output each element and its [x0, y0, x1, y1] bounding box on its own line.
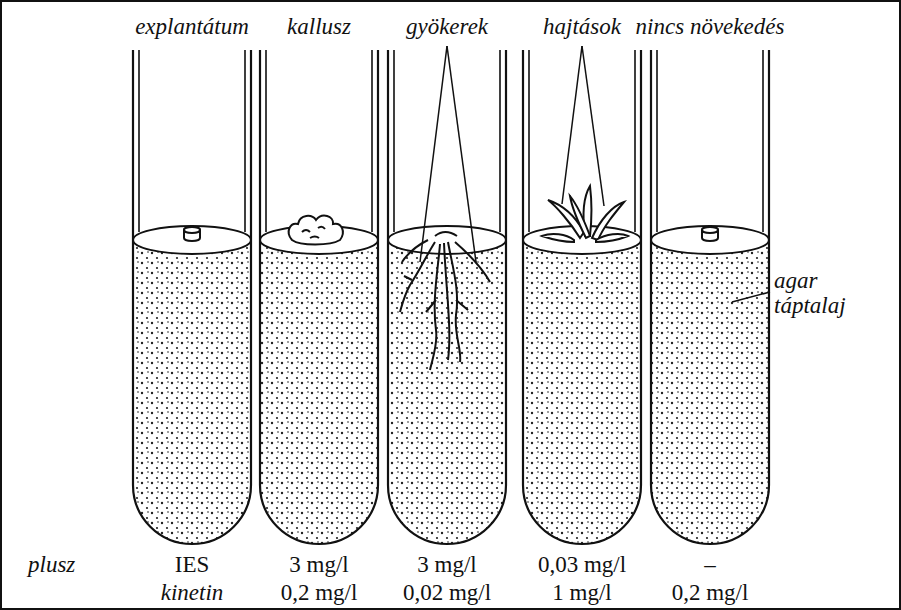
hormone-name: kinetin [161, 580, 224, 605]
concentration-value: 1 mg/l [552, 580, 611, 605]
agar-medium [651, 226, 769, 544]
agar-medium [260, 226, 378, 544]
concentration-value: 3 mg/l [289, 552, 348, 577]
result-label: explantátum [135, 14, 249, 39]
tube-inner-wall [266, 50, 372, 232]
result-label: nincs növekedés [636, 14, 785, 39]
tube-inner-wall [139, 50, 245, 232]
tube-inner-wall [394, 50, 500, 232]
agar-medium [133, 226, 251, 544]
roots [400, 232, 490, 370]
medium-label: agar táptalaj [774, 268, 866, 319]
explant [184, 227, 718, 241]
tube-wall [651, 50, 769, 544]
tube-wall [388, 50, 506, 544]
callus [289, 216, 343, 245]
agar-surface [651, 226, 769, 254]
agar-medium [523, 226, 641, 544]
concentration-value: 0,02 mg/l [403, 580, 491, 605]
agar-surface [133, 226, 251, 254]
result-label: hajtások [543, 14, 621, 39]
concentration-value: 0,03 mg/l [538, 552, 626, 577]
concentration-value: – [704, 552, 716, 577]
hormone-name: IES [175, 552, 210, 577]
shoots [542, 186, 628, 242]
result-label: gyökerek [406, 14, 488, 39]
tube-wall [523, 50, 641, 544]
agar-medium [388, 226, 506, 544]
concentration-value: 0,2 mg/l [281, 580, 358, 605]
leader-lines [420, 46, 770, 302]
tube-wall [133, 50, 251, 544]
concentration-value: 3 mg/l [417, 552, 476, 577]
result-label: kallusz [287, 14, 351, 39]
tube-inner-wall [657, 50, 763, 232]
test-tubes [133, 50, 769, 544]
agar-surface [388, 226, 506, 254]
row-label: plusz [28, 552, 75, 577]
tube-wall [260, 50, 378, 544]
concentration-value: 0,2 mg/l [672, 580, 749, 605]
